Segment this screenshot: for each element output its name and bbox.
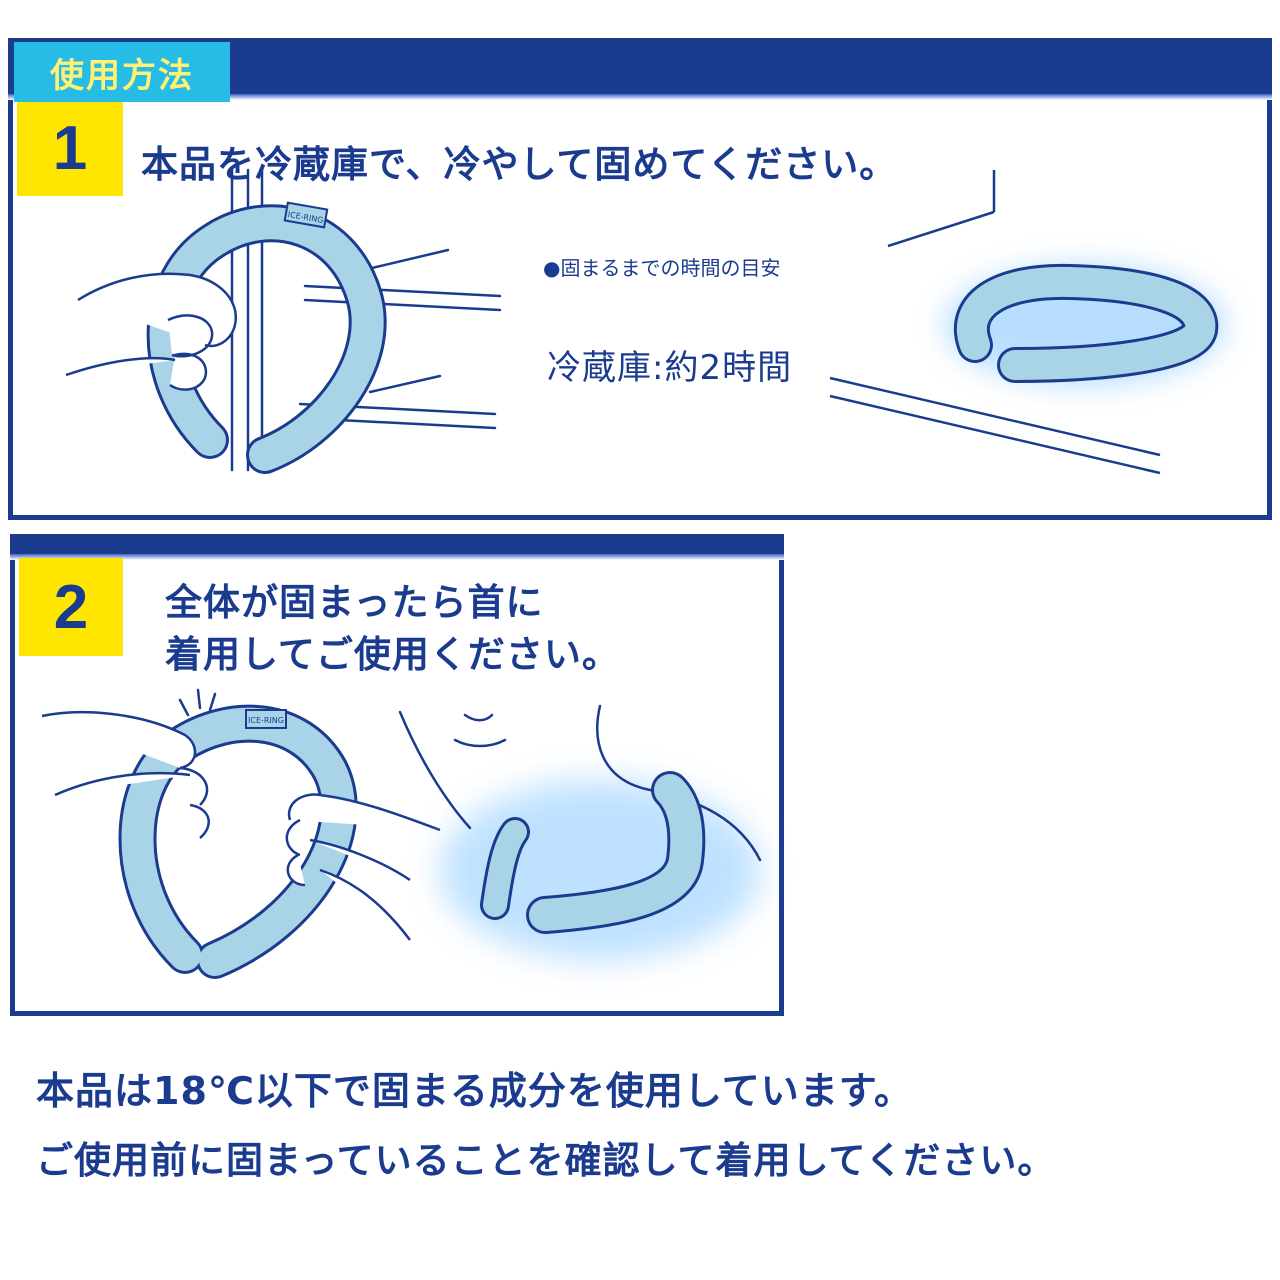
step1-instruction: 本品を冷蔵庫で、冷やして固めてください。 xyxy=(141,143,898,186)
section-title-tab: 使用方法 xyxy=(14,42,230,102)
step2-instruction-line1: 全体が固まったら首に xyxy=(165,581,544,624)
step2-panel: 2 全体が固まったら首に 着用してご使用ください。 xyxy=(10,534,784,1016)
section-title: 使用方法 xyxy=(50,55,194,96)
step2-instruction-line2: 着用してご使用ください。 xyxy=(165,633,620,676)
note-line2: ご使用前に固まっていることを確認して着用してください。 xyxy=(36,1139,1056,1182)
note-line1: 本品は18℃以下で固まる成分を使用しています。 xyxy=(36,1069,913,1113)
step-number-badge: 1 xyxy=(17,100,123,196)
freeze-time-label: ●固まるまでの時間の目安 xyxy=(543,256,781,280)
step1-panel: 1 本品を冷蔵庫で、冷やして固めてください。 ●固まるまでの時間の目安 冷蔵庫:… xyxy=(8,38,1272,520)
freeze-time-value: 冷蔵庫:約2時間 xyxy=(547,348,793,388)
step-number-badge: 2 xyxy=(19,558,123,656)
panel-header-bar xyxy=(10,534,784,560)
